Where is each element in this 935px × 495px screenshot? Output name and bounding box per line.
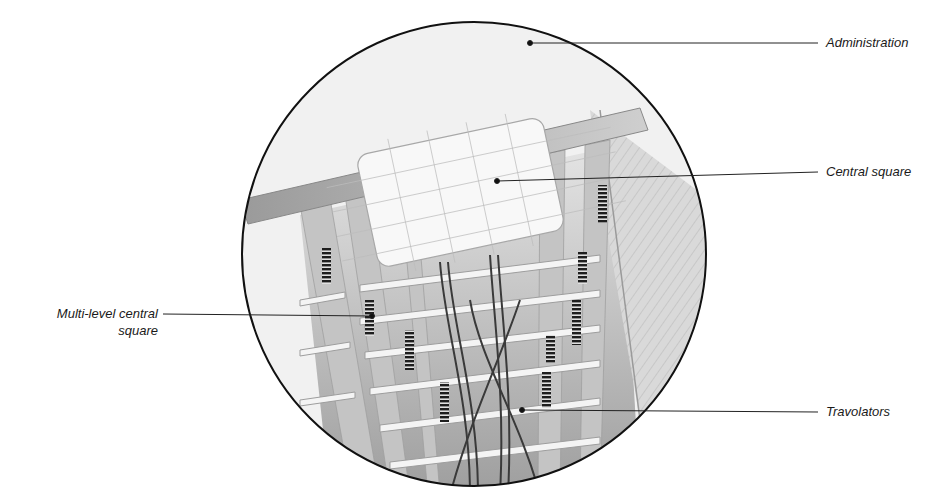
callout-label: Travolators bbox=[826, 403, 931, 420]
callout-label: Multi-level central square bbox=[33, 305, 158, 339]
callout-label: Central square bbox=[826, 163, 931, 180]
callout-label: Administration bbox=[826, 34, 931, 51]
